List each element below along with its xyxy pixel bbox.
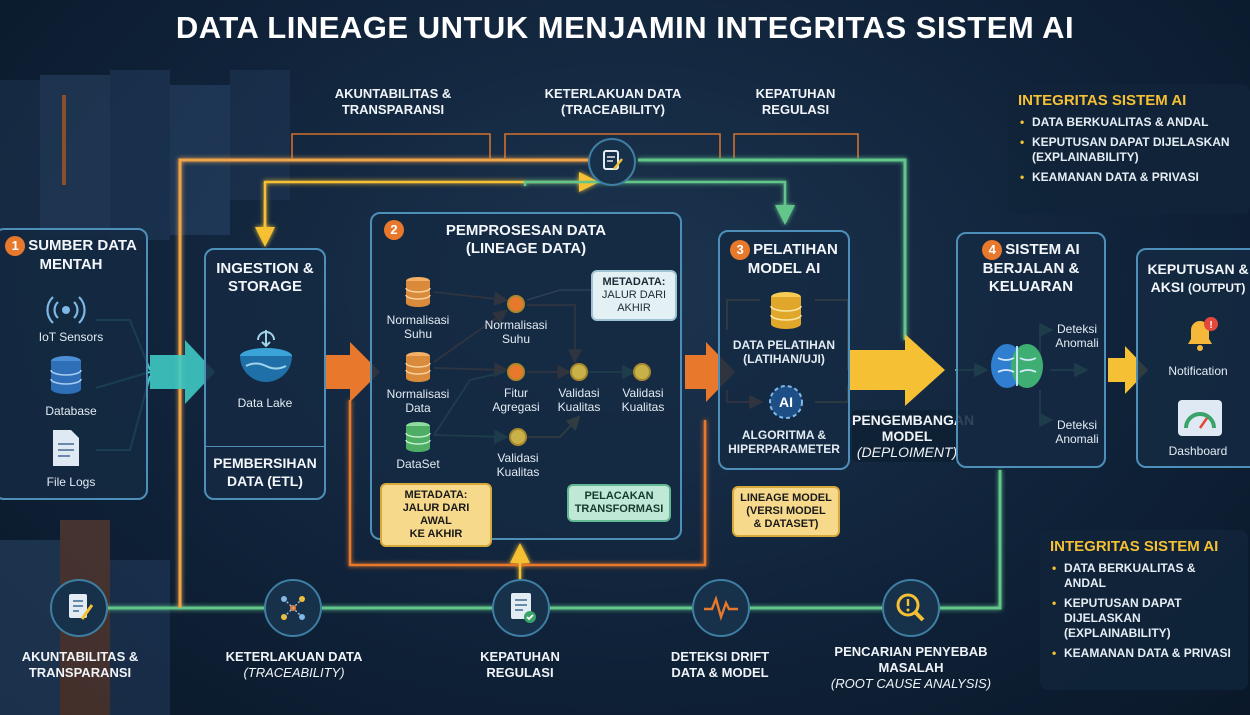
notification-label: Notification (1168, 364, 1228, 378)
database-icon (768, 290, 804, 332)
file-logs-icon (50, 428, 82, 468)
database-icon (48, 354, 84, 398)
source-dataset: DataSet (396, 457, 440, 471)
step-number-badge: 4 (982, 240, 1003, 260)
document-pen-icon[interactable] (50, 579, 108, 637)
database-icon (404, 420, 432, 454)
database-icon (404, 350, 432, 384)
integrity-title-bottom: INTEGRITAS SISTEM AI (1050, 538, 1219, 555)
process-node[interactable] (507, 363, 525, 381)
decision-panel: KEPUTUSAN &AKSI (OUTPUT) ! Notification … (1136, 248, 1250, 468)
step-number-badge: 3 (730, 240, 751, 260)
integrity-panel-bottom: INTEGRITAS SISTEM AI DATA BERKUALITAS & … (1040, 530, 1248, 690)
process-node[interactable] (509, 428, 527, 446)
data-lake-icon (236, 322, 296, 392)
ingestion-divider (206, 446, 324, 447)
integrity-title-top: INTEGRITAS SISTEM AI (1018, 92, 1187, 109)
process-node[interactable] (570, 363, 588, 381)
source-item-database: Database (45, 404, 97, 418)
integrity-panel-top: INTEGRITAS SISTEM AI DATA BERKUALITAS & … (1008, 84, 1250, 214)
source-item-iot: IoT Sensors (38, 330, 104, 344)
page-title: DATA LINEAGE UNTUK MENJAMIN INTEGRITAS S… (175, 10, 1075, 45)
integrity-item: KEPUTUSAN DAPAT DIJELASKAN (EXPLAINABILI… (1050, 596, 1238, 641)
pulse-wave-icon[interactable] (692, 579, 750, 637)
decision-title: KEPUTUSAN &AKSI (OUTPUT) (1147, 261, 1249, 295)
dashboard-gauge-icon[interactable] (1176, 398, 1224, 438)
magnifier-warning-icon[interactable] (882, 579, 940, 637)
step-number-badge: 1 (5, 236, 26, 256)
data-lake-label: Data Lake (237, 396, 293, 410)
integrity-item: KEPUTUSAN DAPAT DIJELASKAN (EXPLAINABILI… (1018, 135, 1240, 165)
ai-chip-icon: AI (764, 380, 808, 424)
svg-text:AI: AI (779, 394, 793, 410)
checklist-icon[interactable] (492, 579, 550, 637)
lineage-model-callout: LINEAGE MODEL(VERSI MODEL& DATASET) (732, 486, 840, 537)
database-icon (404, 275, 432, 309)
process-node[interactable] (507, 295, 525, 313)
algorithm-label: ALGORITMA &HIPERPARAMETER (728, 428, 840, 456)
stage-arrows (150, 334, 1148, 406)
iot-sensor-icon (46, 290, 86, 330)
bottom-label-traceability: KETERLAKUAN DATA(TRACEABILITY) (225, 649, 363, 680)
ingestion-panel: INGESTION &STORAGE Data Lake PEMBERSIHAN… (204, 248, 326, 500)
brain-icon (988, 338, 1046, 394)
bell-notification-icon[interactable]: ! (1178, 312, 1222, 356)
svg-text:!: ! (1209, 320, 1212, 331)
step-number-badge: 2 (384, 220, 404, 240)
source-item-file-logs: File Logs (46, 475, 96, 489)
top-label-traceability: KETERLAKUAN DATA(TRACEABILITY) (544, 86, 682, 117)
integrity-item: KEAMANAN DATA & PRIVASI (1050, 646, 1238, 661)
ingestion-title: INGESTION &STORAGE (216, 260, 314, 295)
processing-title: PEMPROSESAN DATA(LINEAGE DATA) (445, 222, 607, 257)
top-brackets (291, 133, 859, 158)
process-node[interactable] (633, 363, 651, 381)
integrity-item: KEAMANAN DATA & PRIVASI (1018, 170, 1240, 185)
training-data-label: DATA PELATIHAN(LATIHAN/UJI) (732, 338, 836, 366)
clipboard-pen-icon[interactable] (588, 138, 636, 186)
dashboard-label: Dashboard (1168, 444, 1228, 458)
top-label-accountability: AKUNTABILITAS &TRANSPARANSI (334, 86, 452, 117)
bottom-label-accountability: AKUNTABILITAS &TRANSPARANSI (21, 649, 139, 680)
integrity-item: DATA BERKUALITAS & ANDAL (1018, 115, 1240, 130)
network-nodes-icon[interactable] (264, 579, 322, 637)
integrity-item: DATA BERKUALITAS & ANDAL (1050, 561, 1238, 591)
